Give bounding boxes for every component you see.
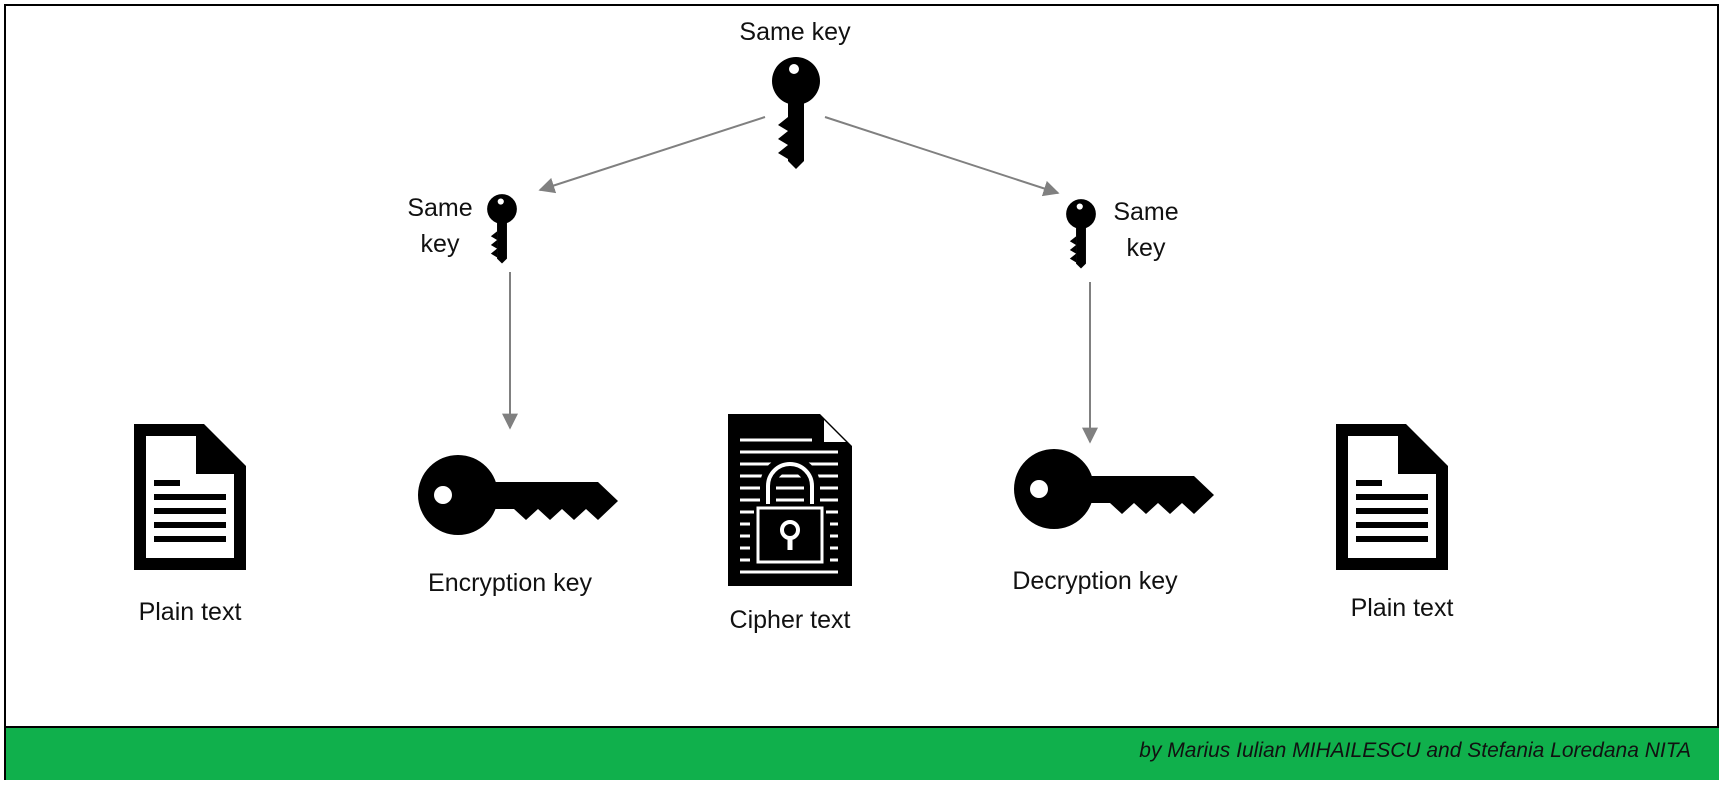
cipher-text-label: Cipher text bbox=[729, 606, 851, 634]
author-credit: by Marius Iulian MIHAILESCU and Stefania… bbox=[1139, 739, 1691, 762]
plain-text-right-label: Plain text bbox=[1350, 594, 1454, 622]
right-key-label-line2: key bbox=[1126, 234, 1166, 262]
left-key-label-line2: key bbox=[420, 230, 460, 258]
plain-text-left-label: Plain text bbox=[138, 598, 242, 626]
key-icon bbox=[1014, 449, 1214, 529]
diagram-frame bbox=[4, 4, 1719, 780]
locked-document-icon bbox=[728, 414, 852, 586]
top-key-label: Same key bbox=[739, 18, 851, 46]
document-icon bbox=[1336, 424, 1448, 570]
right-key-label-line1: Same bbox=[1113, 198, 1179, 226]
encryption-key-label: Encryption key bbox=[428, 569, 592, 597]
key-icon bbox=[487, 194, 517, 264]
key-icon bbox=[1066, 199, 1096, 269]
decryption-key-label: Decryption key bbox=[1012, 567, 1178, 595]
key-icon bbox=[772, 57, 820, 169]
arrow-top-to-right bbox=[824, 116, 1060, 197]
key-icon bbox=[418, 455, 618, 535]
document-icon bbox=[134, 424, 246, 570]
footer-bar: by Marius Iulian MIHAILESCU and Stefania… bbox=[6, 726, 1719, 780]
arrow-top-to-left bbox=[538, 116, 766, 194]
left-key-label-line1: Same bbox=[407, 194, 473, 222]
